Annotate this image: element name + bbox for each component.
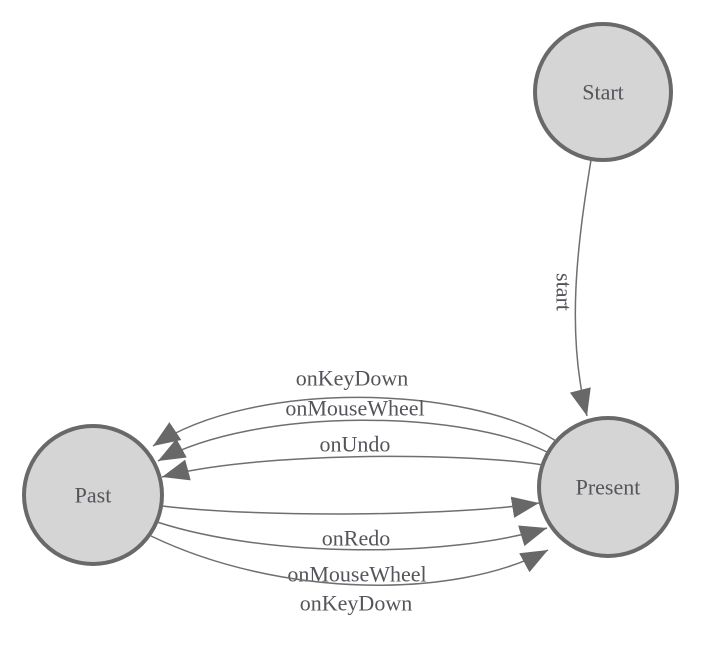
edge-path-onkeydown-bottom: [150, 535, 549, 586]
edge-label-onmousewheel-bottom: onMouseWheel: [287, 562, 426, 587]
state-circle-present: [537, 416, 679, 558]
state-node-start[interactable]: Start: [533, 22, 673, 162]
edge-past-to-present-onkeydown: onKeyDown: [150, 535, 549, 616]
edge-start-to-present: start: [552, 159, 592, 417]
state-label-past: Past: [75, 483, 112, 508]
edge-past-to-present-onredo: onRedo: [161, 496, 540, 551]
state-circle-start: [533, 22, 673, 162]
edge-path-onkeydown-top: [152, 396, 557, 447]
edge-label-onkeydown-top: onKeyDown: [296, 366, 408, 391]
edge-path-onmousewheel-top: [157, 419, 550, 462]
edge-label-start: start: [552, 273, 577, 311]
edge-label-onmousewheel-top: onMouseWheel: [285, 396, 424, 421]
state-label-present: Present: [576, 475, 641, 500]
edge-past-to-present-onmousewheel: onMouseWheel: [156, 521, 548, 587]
edge-path-onundo: [161, 455, 544, 481]
state-node-past[interactable]: Past: [22, 424, 164, 566]
edge-label-onredo: onRedo: [322, 526, 390, 551]
state-label-start: Start: [582, 80, 624, 105]
edge-present-to-past-onundo: onUndo: [161, 432, 544, 481]
edge-present-to-past-onmousewheel: onMouseWheel: [157, 396, 550, 462]
edge-path-onredo: [161, 496, 540, 518]
edge-label-onkeydown-bottom: onKeyDown: [300, 591, 412, 616]
state-circle-past: [22, 424, 164, 566]
edge-label-onundo: onUndo: [320, 432, 391, 457]
state-node-present[interactable]: Present: [537, 416, 679, 558]
edge-present-to-past-onkeydown: onKeyDown: [152, 366, 557, 447]
edge-path-onmousewheel-bottom: [156, 521, 548, 551]
edge-path-start: [569, 159, 592, 417]
